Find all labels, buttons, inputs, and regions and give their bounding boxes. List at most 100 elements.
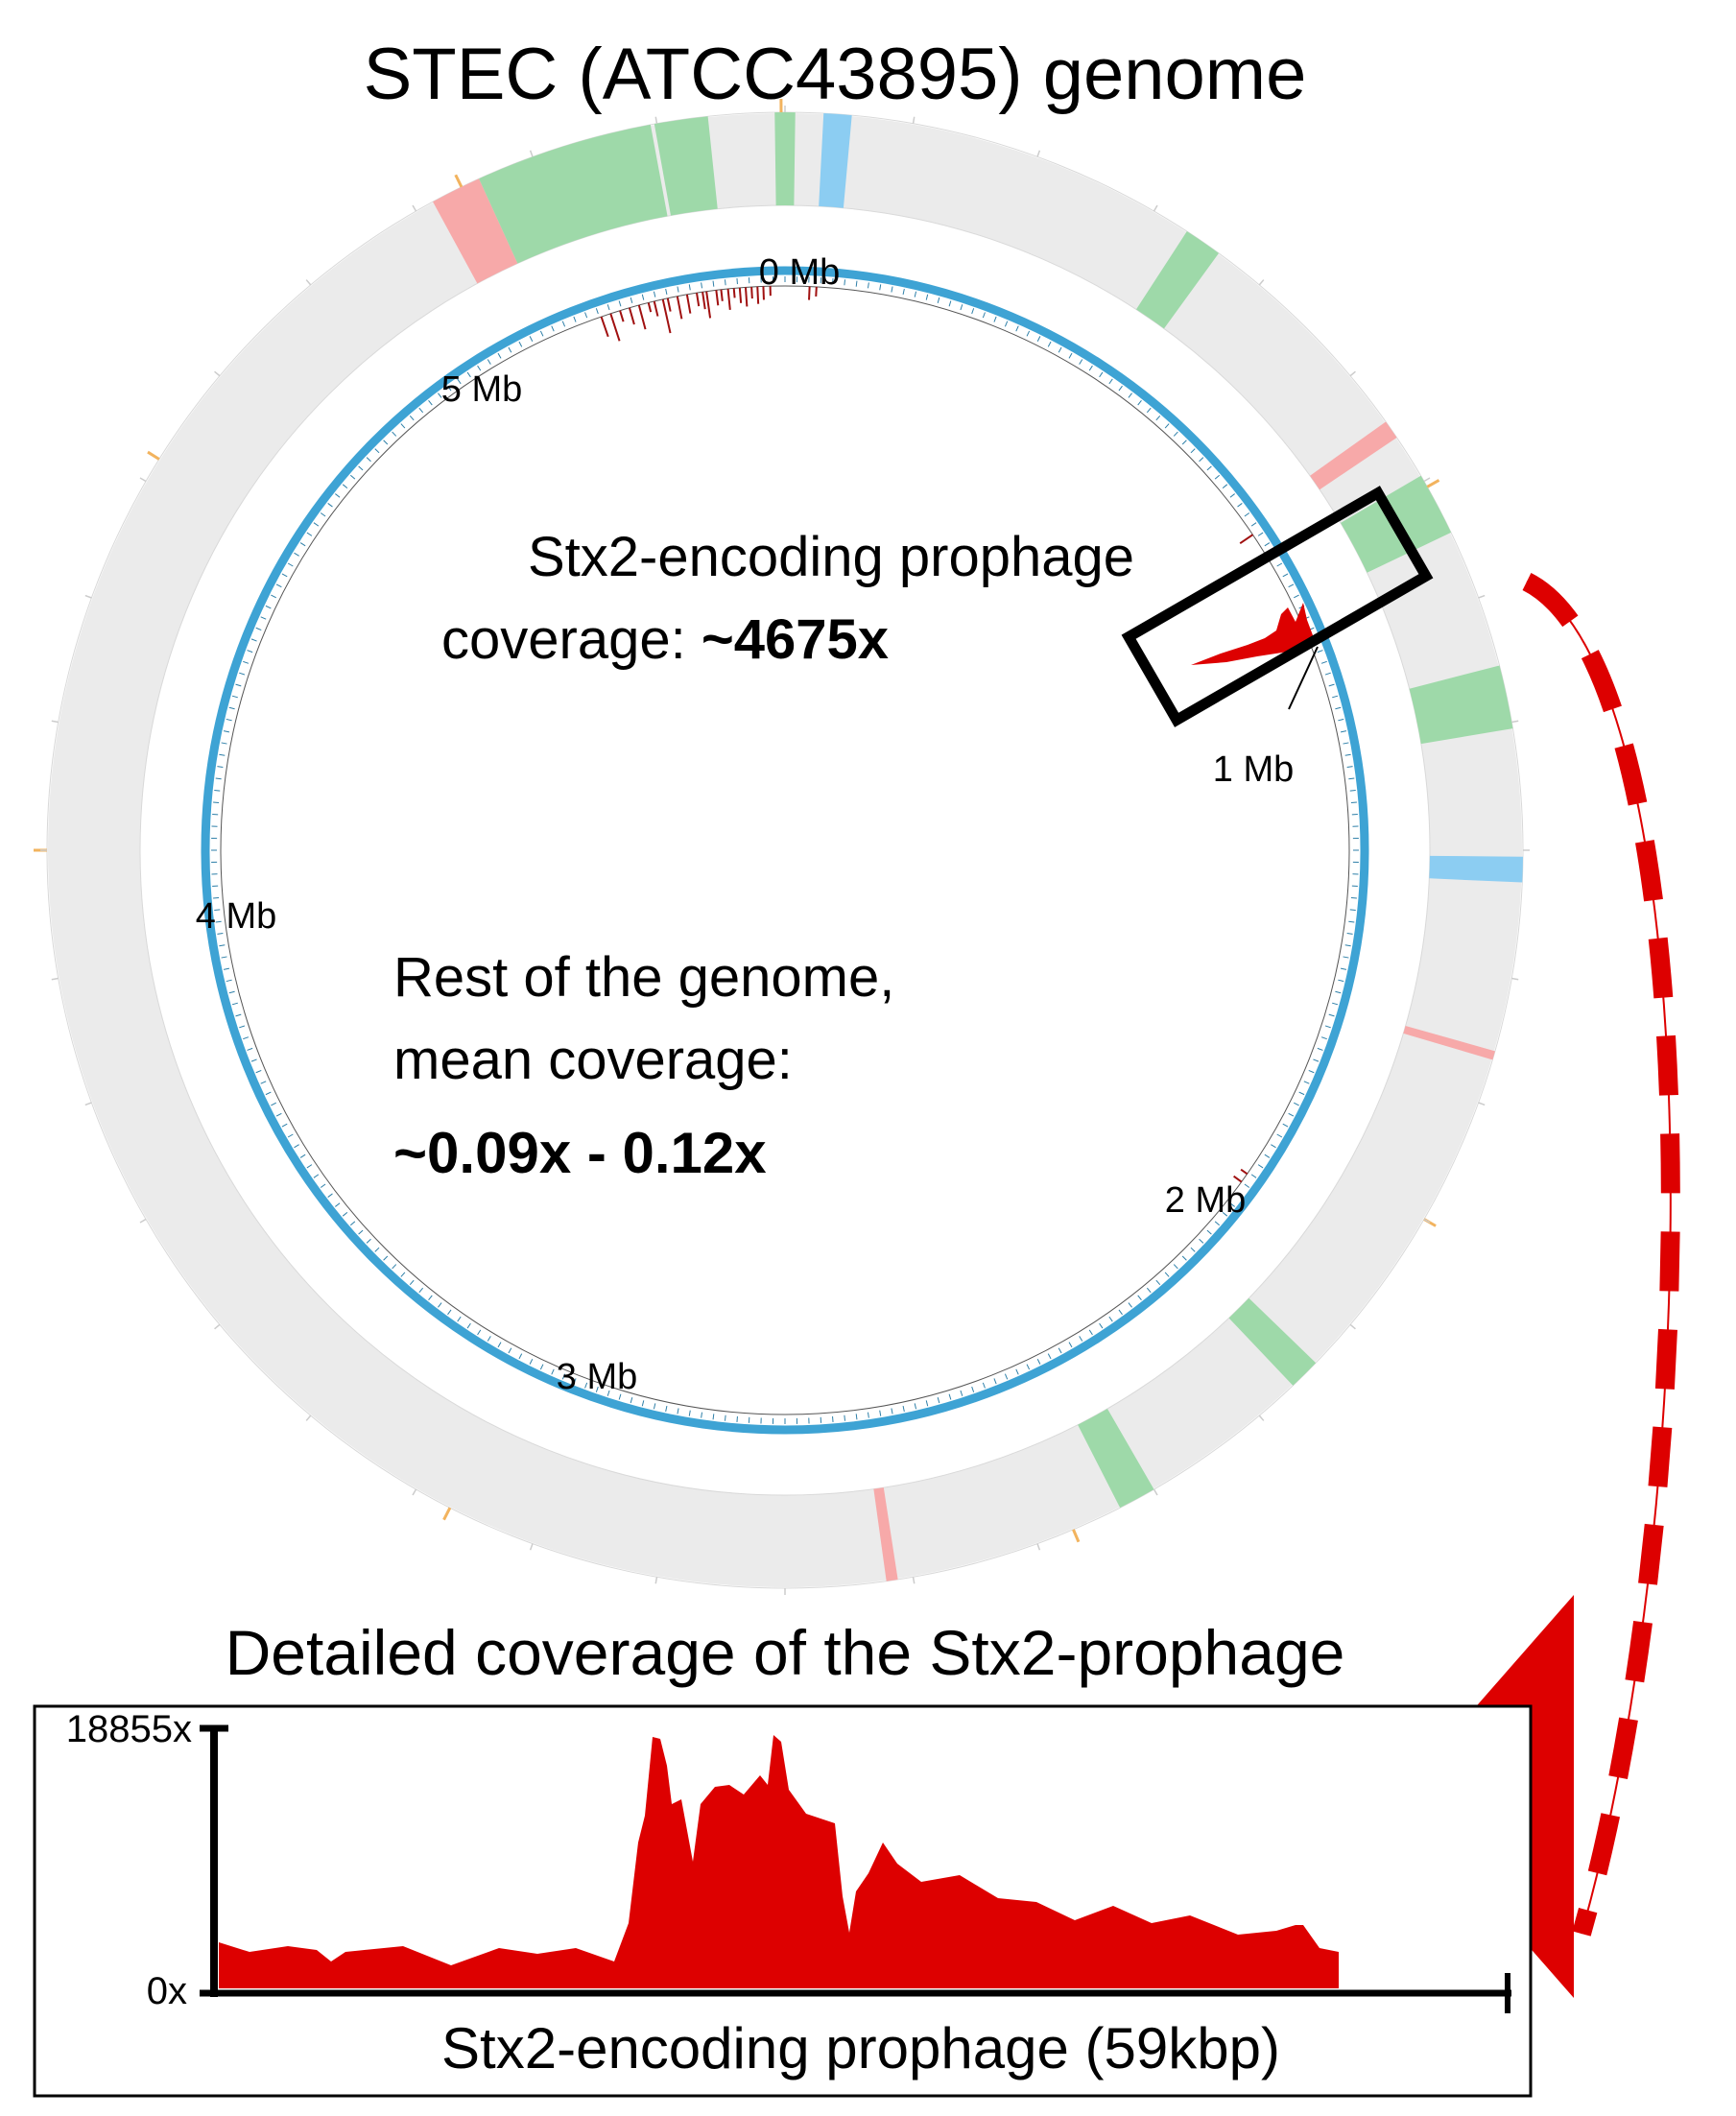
region-pink-13 xyxy=(873,1487,898,1581)
ring-label-2mb: 2 Mb xyxy=(1165,1180,1246,1221)
axis-minor-tick xyxy=(688,284,691,291)
axis-minor-tick xyxy=(1343,742,1349,745)
axis-minor-tick xyxy=(1340,967,1347,970)
axis-minor-tick xyxy=(299,1153,306,1158)
axis-minor-tick xyxy=(1222,484,1228,489)
axis-minor-tick xyxy=(1173,1264,1178,1270)
coverage-spike-26 xyxy=(1239,534,1254,544)
axis-minor-tick xyxy=(618,300,622,307)
axis-minor-tick xyxy=(1350,897,1357,899)
region-pink-10 xyxy=(1403,1025,1495,1060)
axis-minor-tick xyxy=(1199,1238,1204,1244)
coverage-spike-8 xyxy=(666,297,672,312)
axis-minor-tick xyxy=(294,552,299,557)
region-blue-4 xyxy=(819,113,852,208)
axis-minor-tick xyxy=(306,532,313,536)
coverage-spike-4 xyxy=(637,304,647,330)
axis-minor-tick xyxy=(231,695,238,699)
axis-minor-tick xyxy=(1088,365,1093,371)
axis-minor-tick xyxy=(1206,1229,1212,1235)
axis-minor-tick xyxy=(477,365,482,371)
axis-minor-tick xyxy=(561,1373,566,1380)
axis-minor-tick xyxy=(243,1036,250,1040)
ring-label-5mb: 5 Mb xyxy=(441,369,522,410)
coverage-spike-18 xyxy=(738,287,743,303)
axis-minor-tick xyxy=(374,448,380,454)
ring-label-3mb: 3 Mb xyxy=(557,1357,637,1397)
axis-minor-tick xyxy=(281,1123,288,1128)
axis-minor-tick xyxy=(1214,474,1221,480)
axis-minor-tick xyxy=(250,1058,257,1062)
axis-minor-tick xyxy=(1015,1368,1019,1375)
axis-minor-tick xyxy=(573,316,577,322)
axis-minor-tick xyxy=(1015,325,1019,332)
coverage-spike-16 xyxy=(726,288,731,310)
axis-minor-tick xyxy=(294,1144,299,1149)
axis-minor-tick xyxy=(993,316,997,322)
axis-minor-tick xyxy=(508,1347,512,1354)
axis-minor-tick xyxy=(539,1364,544,1370)
axis-minor-tick xyxy=(239,1025,246,1029)
axis-minor-tick xyxy=(226,718,232,722)
axis-minor-tick xyxy=(1118,385,1123,392)
axis-minor-tick xyxy=(221,956,227,959)
axis-minor-tick xyxy=(374,1247,380,1252)
axis-minor-tick xyxy=(275,583,282,588)
axis-minor-tick xyxy=(287,562,294,567)
axis-minor-tick xyxy=(1108,1316,1113,1322)
axis-minor-tick xyxy=(606,304,610,311)
axis-minor-tick xyxy=(584,312,588,319)
coverage-spike-10 xyxy=(685,294,692,314)
axis-minor-tick xyxy=(665,288,668,296)
outer-grey-tick xyxy=(1349,1323,1356,1330)
axis-minor-tick xyxy=(712,280,715,287)
axis-minor-tick xyxy=(247,650,253,654)
outer-grey-tick xyxy=(912,1577,916,1584)
axis-minor-tick xyxy=(221,742,227,745)
axis-minor-tick xyxy=(457,1316,462,1322)
axis-minor-tick xyxy=(1350,801,1357,803)
axis-minor-tick xyxy=(275,1112,282,1117)
coverage-spike-0 xyxy=(600,316,609,338)
axis-minor-tick xyxy=(518,1353,523,1360)
axis-minor-tick xyxy=(320,1183,326,1188)
figure-title: STEC (ATCC43895) genome xyxy=(364,34,1307,115)
axis-minor-tick xyxy=(1079,359,1083,365)
axis-minor-tick xyxy=(1155,415,1161,421)
coverage-spike-17 xyxy=(732,288,736,298)
axis-minor-tick xyxy=(529,1359,534,1365)
axis-minor-tick xyxy=(1164,1272,1170,1277)
axis-minor-tick xyxy=(477,1329,482,1336)
coverage-spike-20 xyxy=(750,286,753,299)
axis-minor-tick xyxy=(358,1229,364,1235)
coverage-spike-11 xyxy=(696,293,701,307)
axis-minor-tick xyxy=(1324,1025,1331,1029)
outer-grey-tick xyxy=(654,1577,658,1584)
axis-minor-tick xyxy=(223,730,230,733)
axis-minor-tick xyxy=(1137,1295,1142,1300)
outer-tick-7 xyxy=(147,450,160,461)
axis-minor-tick xyxy=(832,1415,834,1422)
outer-grey-tick xyxy=(214,1323,221,1330)
outer-grey-tick xyxy=(1349,370,1356,377)
axis-minor-tick xyxy=(1058,1347,1062,1354)
axis-minor-tick xyxy=(213,801,220,803)
outer-grey-tick xyxy=(1153,204,1158,212)
axis-minor-tick xyxy=(1047,341,1052,347)
axis-minor-tick xyxy=(223,967,230,970)
axis-minor-tick xyxy=(508,346,512,353)
axis-minor-tick xyxy=(1068,352,1073,359)
coverage-baseline xyxy=(220,285,1350,1415)
axis-minor-tick xyxy=(914,291,917,297)
axis-minor-tick xyxy=(1313,1058,1320,1062)
detail-title: Detailed coverage of the Stx2-prophage xyxy=(226,1617,1345,1688)
axis-minor-tick xyxy=(1237,1193,1243,1198)
axis-minor-tick xyxy=(400,423,406,429)
axis-minor-tick xyxy=(342,1211,348,1217)
outer-grey-tick xyxy=(529,1543,534,1551)
axis-minor-tick xyxy=(1343,956,1349,959)
axis-minor-tick xyxy=(1340,730,1347,733)
axis-minor-tick xyxy=(1288,583,1295,588)
axis-minor-tick xyxy=(1250,1174,1257,1178)
